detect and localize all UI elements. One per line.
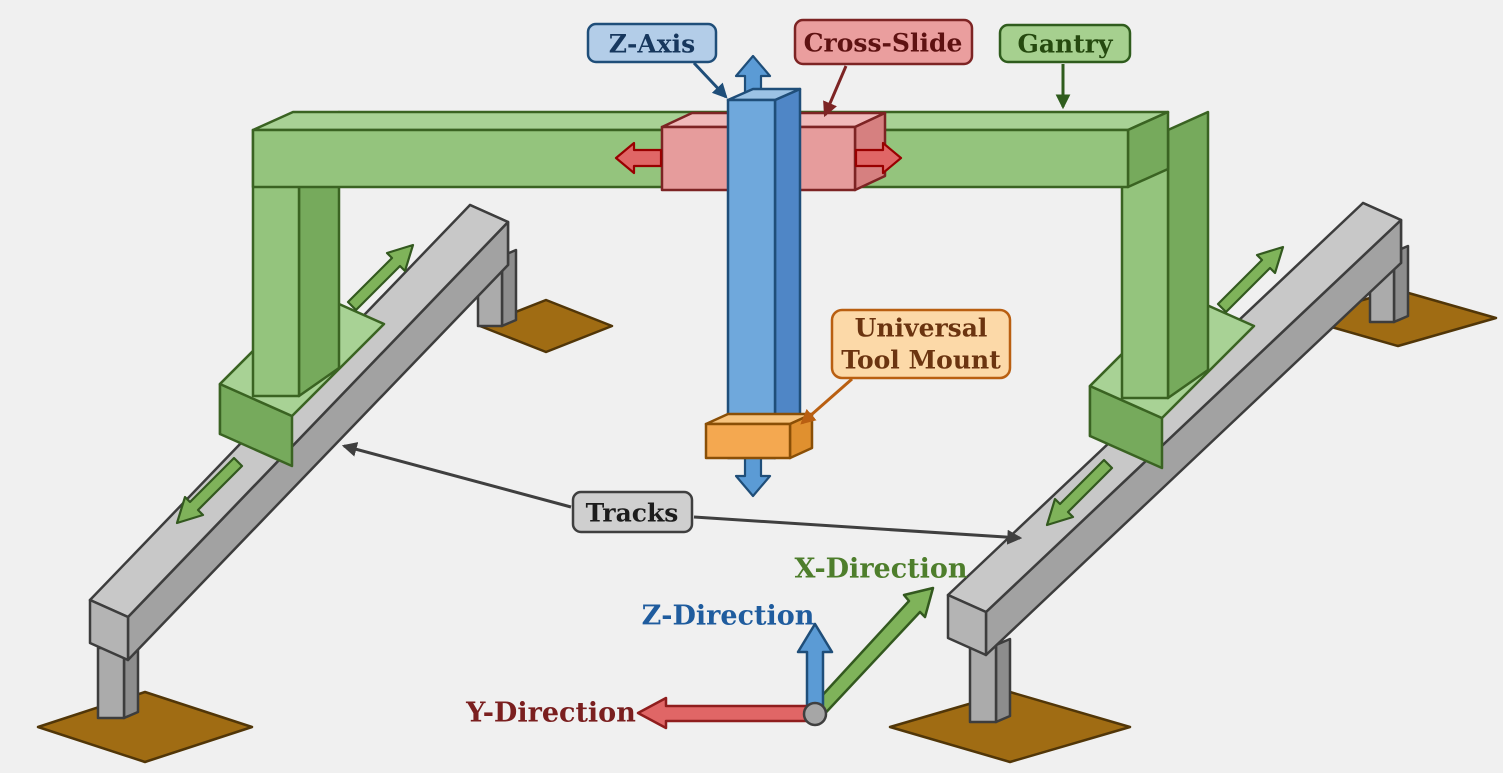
tool-mount-label-line1: Universal (855, 314, 988, 343)
z-axis-pointer-arrow (692, 61, 728, 99)
tool-mount-label-box (830, 308, 1012, 380)
post-right-near-front-face (968, 643, 998, 724)
post-left-near-front-face (96, 646, 126, 720)
motion-arrow-left-backward (175, 456, 244, 525)
leg-right-side-face (1166, 110, 1210, 400)
cross-slide-label: Cross-Slide (804, 29, 963, 58)
z-axis-column (726, 54, 802, 498)
axes-origin-dot (802, 701, 828, 727)
y-direction-label: Y-Direction (465, 698, 636, 729)
z-direction-arrow (796, 622, 834, 714)
motion-arrow-right-backward (1045, 458, 1114, 527)
tracks-pointer-arrow-left (341, 442, 572, 509)
tool-mount-pointer-arrow (800, 377, 853, 425)
tracks-label-box (571, 490, 694, 534)
callout-pointers (341, 61, 1071, 545)
z-column-front-face (726, 98, 777, 460)
cross-slide-motion-arrows (614, 141, 903, 175)
cross-slide-label-box (793, 18, 974, 66)
y-direction-arrow (636, 696, 815, 730)
track-motion-arrows (175, 243, 1285, 527)
z-axis-label-box (586, 22, 718, 64)
tool-mount (704, 412, 814, 460)
tool-mount-label-line2: Tool Mount (841, 346, 1001, 375)
tracks-label: Tracks (586, 499, 679, 528)
cross-slide-pointer-arrow (823, 65, 848, 118)
tool-mount-front-face (704, 422, 792, 460)
track-right-near-end-face (946, 593, 988, 657)
x-direction-label: X-Direction (794, 554, 967, 585)
post-right-near-side-face (994, 637, 1012, 724)
z-column-side-face (773, 87, 802, 460)
axes-triad: X-Direction Z-Direction Y-Direction (465, 554, 968, 730)
track-left-near-end-face (88, 598, 130, 662)
tracks-pointer-arrow-right (693, 515, 1023, 545)
motion-arrow-slide-right (854, 141, 903, 175)
callout-labels: Z-Axis Cross-Slide Gantry Universal Tool… (571, 18, 1132, 534)
gantry-label: Gantry (1018, 30, 1114, 59)
z-axis-label: Z-Axis (609, 30, 696, 59)
gantry-label-box (998, 23, 1132, 64)
z-direction-label: Z-Direction (642, 601, 815, 632)
motion-arrow-slide-left (614, 141, 663, 175)
motion-arrow-left-forward (346, 243, 415, 312)
track-posts (96, 244, 1410, 724)
motion-arrow-right-forward (1216, 245, 1285, 314)
